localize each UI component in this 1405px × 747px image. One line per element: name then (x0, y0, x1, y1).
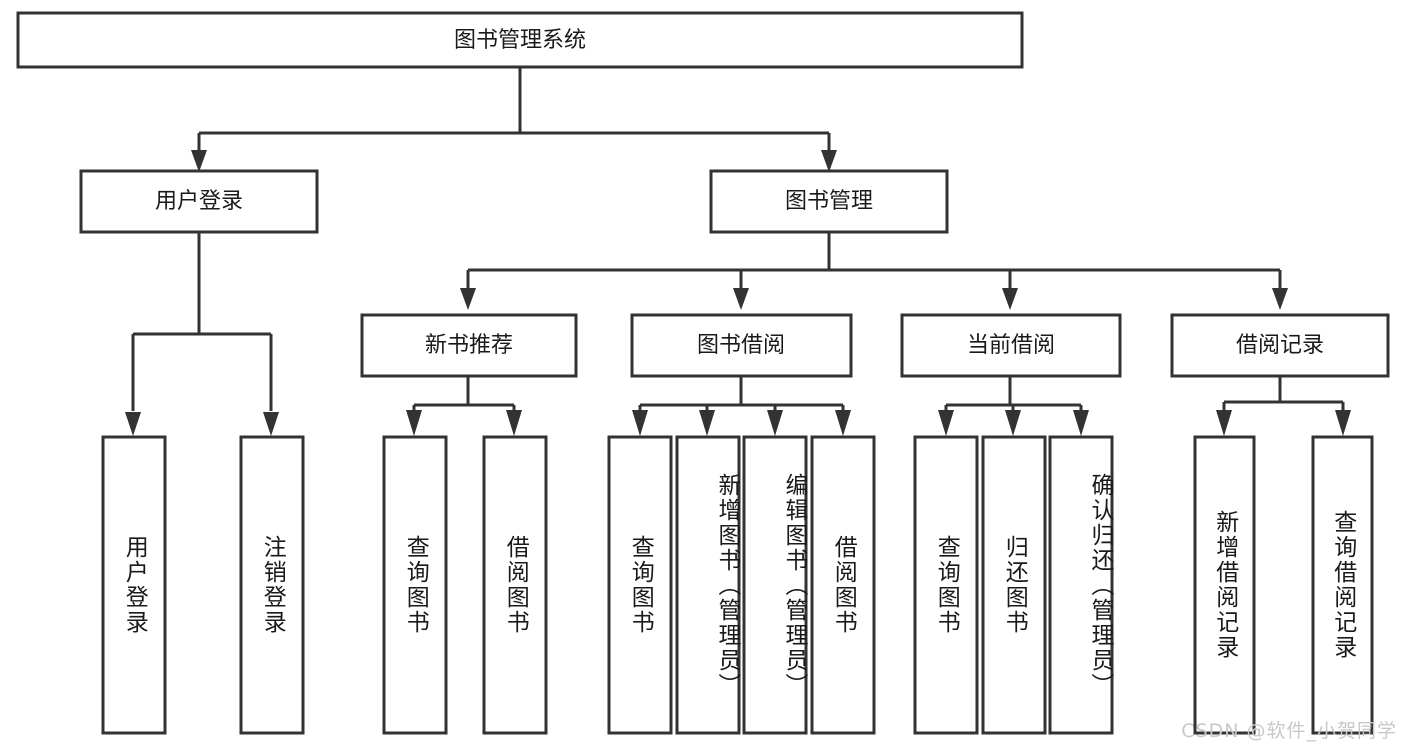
node-leaf-user-login-rect[interactable] (101, 435, 167, 735)
node-leaf-confirm-return-rect[interactable] (1048, 435, 1114, 735)
node-current-borrow-rect (900, 313, 1122, 378)
node-root[interactable]: 图书管理系统 (16, 11, 1024, 69)
node-book-management[interactable]: 图书管理 (709, 169, 949, 234)
csdn-watermark: CSDN @软件_小贺同学 (1181, 720, 1397, 742)
node-user-login[interactable]: 用户登录 (79, 169, 319, 234)
node-root-rect (16, 11, 1024, 69)
node-leaf-return-book-rect[interactable] (981, 435, 1047, 735)
node-book-borrow[interactable]: 图书借阅 (630, 313, 853, 378)
node-book-borrow-rect (630, 313, 853, 378)
node-borrow-record[interactable]: 借阅记录 (1170, 313, 1390, 378)
leaf-rects (101, 435, 1374, 735)
node-borrow-record-rect (1170, 313, 1390, 378)
connector-currentborrow-to-leaves (938, 376, 1089, 436)
node-book-management-rect (709, 169, 949, 234)
connector-newbook-to-leaves (406, 376, 522, 436)
node-leaf-query-book-2-rect[interactable] (607, 435, 673, 735)
node-new-book-recommend-rect (360, 313, 578, 378)
node-leaf-edit-book-rect[interactable] (742, 435, 808, 735)
node-current-borrow[interactable]: 当前借阅 (900, 313, 1122, 378)
node-user-login-label: 用户登录 (155, 189, 243, 214)
node-borrow-record-label: 借阅记录 (1236, 333, 1324, 358)
node-current-borrow-label: 当前借阅 (967, 333, 1055, 358)
node-book-borrow-label: 图书借阅 (697, 333, 785, 358)
connector-root-to-level2 (191, 67, 837, 172)
node-leaf-add-record-rect[interactable] (1193, 435, 1256, 735)
node-leaf-add-book-rect[interactable] (675, 435, 741, 735)
connector-bookmgmt-to-level3 (460, 232, 1288, 310)
node-user-login-rect (79, 169, 319, 234)
node-leaf-query-book-3-rect[interactable] (913, 435, 979, 735)
node-new-book-recommend-label: 新书推荐 (425, 333, 513, 358)
node-book-management-label: 图书管理 (785, 189, 873, 214)
node-root-label: 图书管理系统 (454, 28, 586, 53)
connector-userlogin-to-leaves (125, 232, 279, 436)
node-leaf-borrow-book-2-rect[interactable] (810, 435, 876, 735)
node-leaf-query-record-rect[interactable] (1311, 435, 1374, 735)
connector-bookborrow-to-leaves (632, 376, 851, 436)
node-leaf-logout-login-rect[interactable] (239, 435, 305, 735)
connector-borrowrecord-to-leaves (1216, 376, 1351, 436)
node-new-book-recommend[interactable]: 新书推荐 (360, 313, 578, 378)
node-leaf-query-book-1-rect[interactable] (382, 435, 448, 735)
node-leaf-borrow-book-1-rect[interactable] (482, 435, 548, 735)
